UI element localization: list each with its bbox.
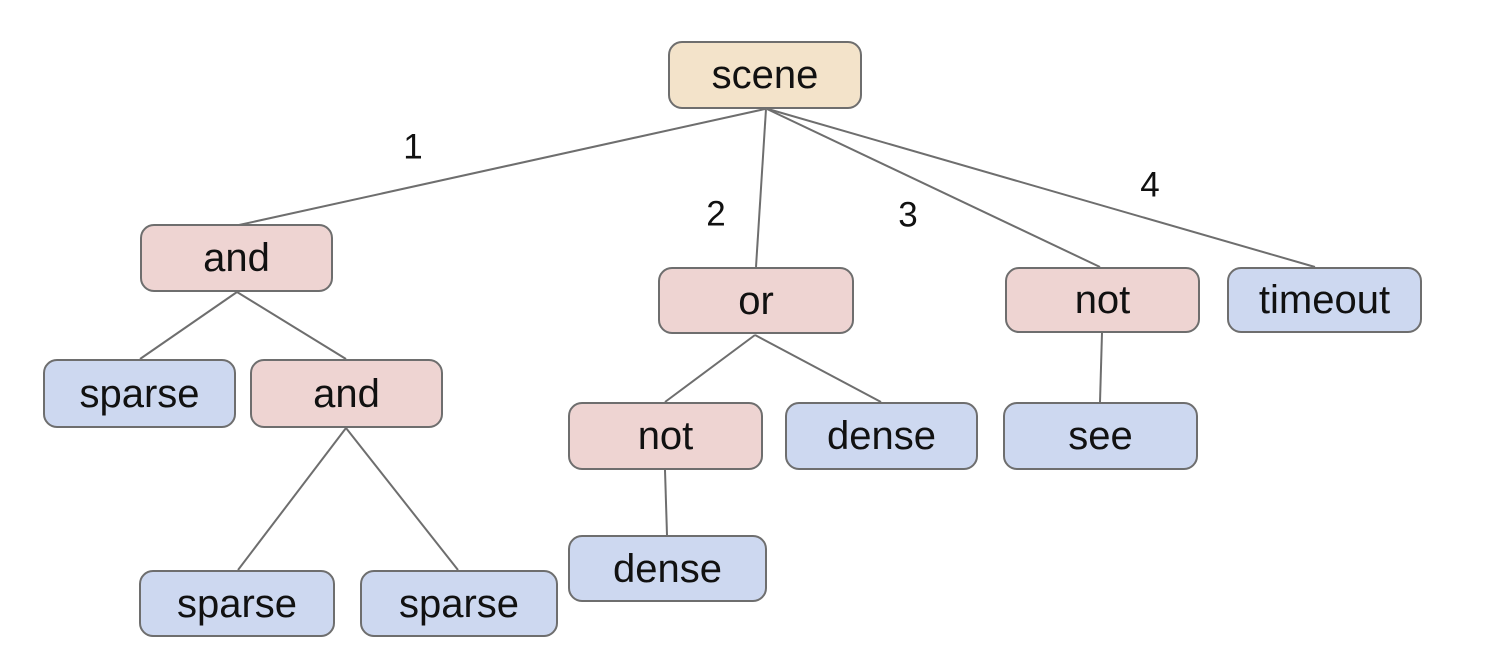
node-not-1: not — [1005, 267, 1200, 333]
edge-and2-sparse2 — [345, 427, 459, 571]
edge-or-dense — [754, 334, 882, 403]
node-dense-1: dense — [785, 402, 978, 470]
node-or: or — [658, 267, 854, 334]
node-sparse-2: sparse — [139, 570, 335, 637]
edge-label-1: 1 — [403, 127, 423, 167]
edge-scene-timeout — [767, 108, 1316, 268]
edge-and2-sparse — [237, 427, 347, 571]
edge-and-and — [236, 291, 347, 360]
node-see: see — [1003, 402, 1198, 470]
node-sparse-1: sparse — [43, 359, 236, 428]
node-and-1: and — [140, 224, 333, 292]
node-dense-2: dense — [568, 535, 767, 602]
edge-scene-not — [766, 108, 1101, 268]
node-not-2: not — [568, 402, 763, 470]
node-timeout: timeout — [1227, 267, 1422, 333]
edge-scene-or — [755, 108, 767, 268]
node-sparse-3: sparse — [360, 570, 558, 637]
edge-not-see — [1099, 332, 1103, 403]
edge-label-3: 3 — [898, 195, 918, 235]
edge-not2-dense — [664, 469, 668, 536]
edge-or-not — [664, 334, 756, 403]
edge-label-4: 4 — [1140, 165, 1160, 205]
node-and-2: and — [250, 359, 443, 428]
edge-and-sparse — [139, 291, 238, 360]
node-scene: scene — [668, 41, 862, 109]
edge-label-2: 2 — [706, 194, 726, 234]
edge-scene-and — [238, 108, 766, 226]
